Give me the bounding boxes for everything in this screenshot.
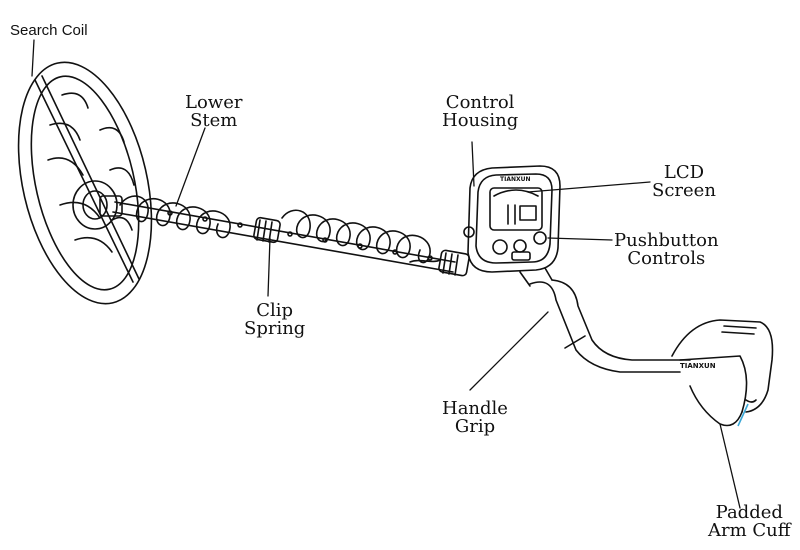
leader-lines <box>31 39 741 509</box>
label-lower-stem: Lower Stem <box>185 92 243 131</box>
handle-grip-drawing <box>529 279 691 373</box>
clip-spring-drawing <box>119 195 441 264</box>
label-control-housing: Control Housing <box>442 92 519 131</box>
label-pushbutton-controls: Pushbutton Controls <box>614 230 719 269</box>
arm-cuff-drawing <box>671 319 774 427</box>
control-housing-drawing <box>463 165 561 287</box>
label-clip-spring: Clip Spring <box>244 300 306 339</box>
lower-stem-drawing <box>112 201 470 277</box>
search-coil-drawing <box>17 61 153 305</box>
label-search-coil: Search Coil <box>10 22 88 39</box>
brand-logo-cuff: TIANXUN <box>680 362 716 370</box>
label-handle-grip: Handle Grip <box>442 398 508 437</box>
cuff-strap-accent <box>737 403 749 427</box>
label-lcd-screen: LCD Screen <box>652 162 716 201</box>
brand-logo-housing: TIANXUN <box>500 176 531 183</box>
label-padded-arm-cuff: Padded Arm Cuff <box>708 502 791 541</box>
